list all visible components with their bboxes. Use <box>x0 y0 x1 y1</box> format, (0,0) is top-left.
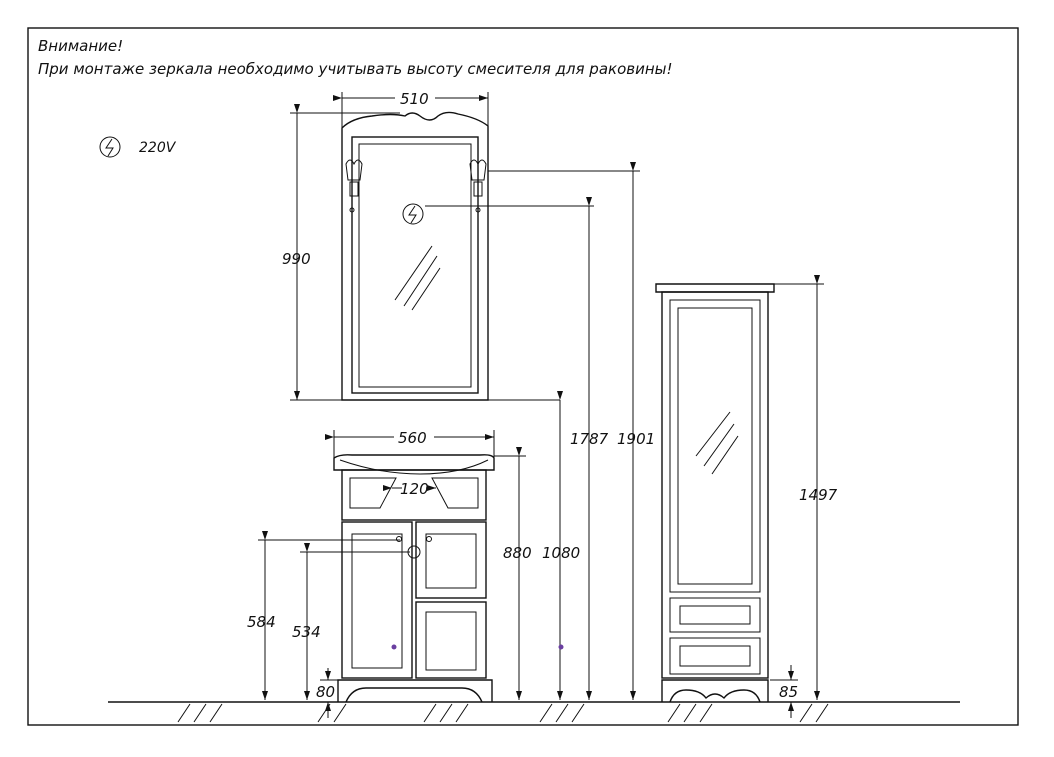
vanity-height-label: 880 <box>503 544 532 562</box>
drain-offset-label: 120 <box>400 480 429 498</box>
socket-height-label: 1787 <box>570 430 609 448</box>
mirror <box>341 111 489 401</box>
drain-base-label: 80 <box>316 683 335 701</box>
mirror-width-label: 510 <box>400 90 429 108</box>
vanity-width-label: 560 <box>398 429 427 447</box>
vanity <box>333 454 495 703</box>
mirror-height-label: 990 <box>282 250 311 268</box>
drawing-frame <box>27 27 1019 726</box>
top-height-label: 1901 <box>617 430 655 448</box>
cold-inlet-label: 534 <box>292 623 321 641</box>
mirror-bottom-label: 1080 <box>542 544 580 562</box>
notice-title: Внимание! <box>38 37 124 55</box>
voltage-label: 220V <box>139 140 177 156</box>
hot-inlet-label: 584 <box>247 613 276 631</box>
tall-cabinet <box>655 283 775 703</box>
notice-text: При монтаже зеркала необходимо учитывать… <box>38 60 673 78</box>
electric-socket-icon <box>99 136 121 158</box>
mirror-socket-icon <box>402 203 424 225</box>
floor-line <box>108 701 960 723</box>
cabinet-height-label: 1497 <box>799 486 838 504</box>
cabinet-base-label: 85 <box>779 683 798 701</box>
